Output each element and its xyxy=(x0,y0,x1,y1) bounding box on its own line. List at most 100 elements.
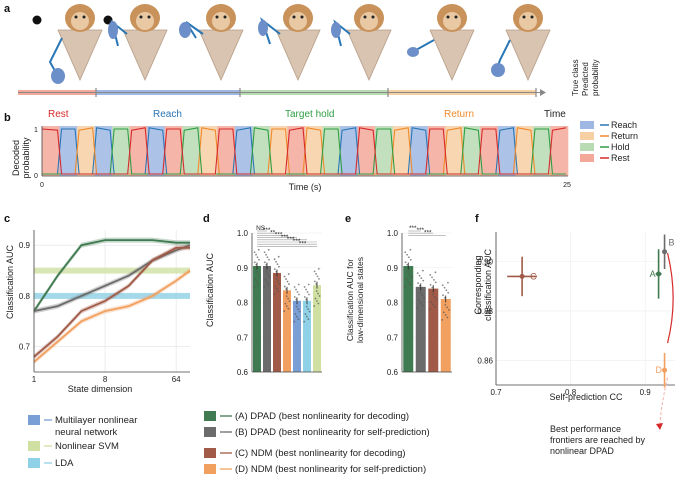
legend-label: (B) DPAD (best nonlinearity for self-pre… xyxy=(235,427,430,438)
chart-f: Corresponding classification AUC Self-pr… xyxy=(473,232,675,456)
true-class-segment-reach xyxy=(340,126,358,176)
e-ytick-label: 0.7 xyxy=(387,333,399,342)
e-datapoint xyxy=(408,273,411,276)
legend-label-hold: Hold xyxy=(611,142,630,152)
d-datapoint xyxy=(264,278,267,281)
d-datapoint xyxy=(315,290,318,292)
true-class-segment-rest xyxy=(357,126,376,176)
e-datapoint xyxy=(441,318,444,321)
e-bar xyxy=(415,286,426,372)
d-datapoint xyxy=(314,297,317,300)
e-datapoint xyxy=(406,270,409,273)
d-datapoint xyxy=(273,268,276,271)
d-datapoint xyxy=(273,292,276,295)
e-datapoint xyxy=(429,283,432,286)
true-class-segment-hold xyxy=(532,126,551,176)
e-datapoint xyxy=(423,296,425,299)
e-datapoint xyxy=(431,286,434,289)
d-datapoint xyxy=(255,280,258,283)
c-series-line xyxy=(33,269,191,363)
d-datapoint xyxy=(275,287,278,290)
true-class-segment-return xyxy=(515,126,534,176)
e-datapoint xyxy=(403,285,406,288)
legend-swatch-hold xyxy=(580,143,594,151)
e-datapoint xyxy=(417,282,419,285)
legend-swatch xyxy=(204,427,216,437)
e-datapoint xyxy=(447,281,449,284)
legend-swatch xyxy=(28,441,40,451)
d-datapoint xyxy=(316,275,319,278)
panel-label-d: d xyxy=(203,213,210,225)
panel-label-f: f xyxy=(475,213,479,225)
legend-label: (D) NDM (best nonlinearity for self-pred… xyxy=(235,464,426,475)
d-datapoint xyxy=(253,261,256,264)
f-point-c xyxy=(519,273,525,279)
f-annotation-3: nonlinear DPAD xyxy=(550,446,614,456)
e-datapoint xyxy=(419,291,422,294)
e-datapoint xyxy=(432,278,435,281)
legend-label: Nonlinear SVM xyxy=(55,441,119,452)
d-datapoint xyxy=(267,283,270,286)
true-class-segment-reach xyxy=(59,126,78,176)
monkey-illustration xyxy=(57,4,103,81)
e-ylabel-1: Classification AUC for xyxy=(345,259,355,341)
monkey-illustration xyxy=(198,4,244,81)
time-label: Time xyxy=(544,109,566,120)
d-datapoint xyxy=(315,272,317,275)
d-datapoint xyxy=(268,258,270,261)
d-bar xyxy=(313,285,321,372)
true-class-segment-hold xyxy=(252,126,271,176)
legend-label: LDA xyxy=(55,458,74,469)
e-datapoint xyxy=(432,303,435,306)
f-point-b xyxy=(662,249,668,255)
d-datapoint xyxy=(297,318,300,321)
f-point-label: B xyxy=(669,238,675,248)
legend-label: (A) DPAD (best nonlinearity for decoding… xyxy=(235,411,409,422)
e-ytick-label: 0.6 xyxy=(387,368,399,377)
d-datapoint xyxy=(287,307,290,310)
d-datapoint xyxy=(293,286,296,288)
f-frontier-curve xyxy=(666,252,674,344)
e-ylabel-2: low-dimensional states xyxy=(355,257,365,343)
d-datapoint xyxy=(257,273,260,276)
d-datapoint xyxy=(307,283,310,286)
true-class-segment-return xyxy=(305,126,323,176)
e-datapoint xyxy=(428,308,431,311)
e-datapoint xyxy=(434,306,436,308)
d-datapoint xyxy=(295,315,298,318)
d-ylabel: Classification AUC xyxy=(205,252,215,327)
e-ytick-label: 0.9 xyxy=(387,264,399,273)
d-datapoint xyxy=(278,265,280,268)
d-datapoint xyxy=(317,292,320,295)
legend-swatch xyxy=(204,448,216,458)
d-significance-label: *** xyxy=(263,227,271,234)
d-datapoint xyxy=(273,258,276,261)
legend-swatch xyxy=(204,464,216,474)
e-datapoint xyxy=(417,299,420,302)
d-datapoint xyxy=(285,305,288,308)
d-datapoint xyxy=(287,273,290,275)
d-bar xyxy=(273,272,281,372)
d-datapoint xyxy=(285,278,287,280)
e-datapoint xyxy=(410,275,413,278)
e-ytick-label: 0.8 xyxy=(387,299,399,308)
legend-swatch xyxy=(28,415,40,425)
b-xtick-0: 0 xyxy=(40,182,44,189)
legend-swatch xyxy=(28,458,40,468)
method-legend-right: (A) DPAD (best nonlinearity for decoding… xyxy=(204,411,430,475)
true-class-segment-rest xyxy=(42,126,60,176)
d-datapoint xyxy=(267,248,270,251)
e-datapoint xyxy=(448,308,450,311)
e-datapoint xyxy=(442,294,444,297)
e-datapoint xyxy=(416,272,419,275)
phase-label-reach: Reach xyxy=(153,109,182,120)
d-datapoint xyxy=(277,255,280,258)
f-point-label: D xyxy=(656,365,663,375)
true-class-segment-rest xyxy=(480,126,499,176)
phase-label-return: Return xyxy=(444,109,474,120)
f-ytick-label: 0.88 xyxy=(477,307,493,316)
true-class-segment-reach xyxy=(147,126,166,176)
d-datapoint xyxy=(275,260,277,263)
